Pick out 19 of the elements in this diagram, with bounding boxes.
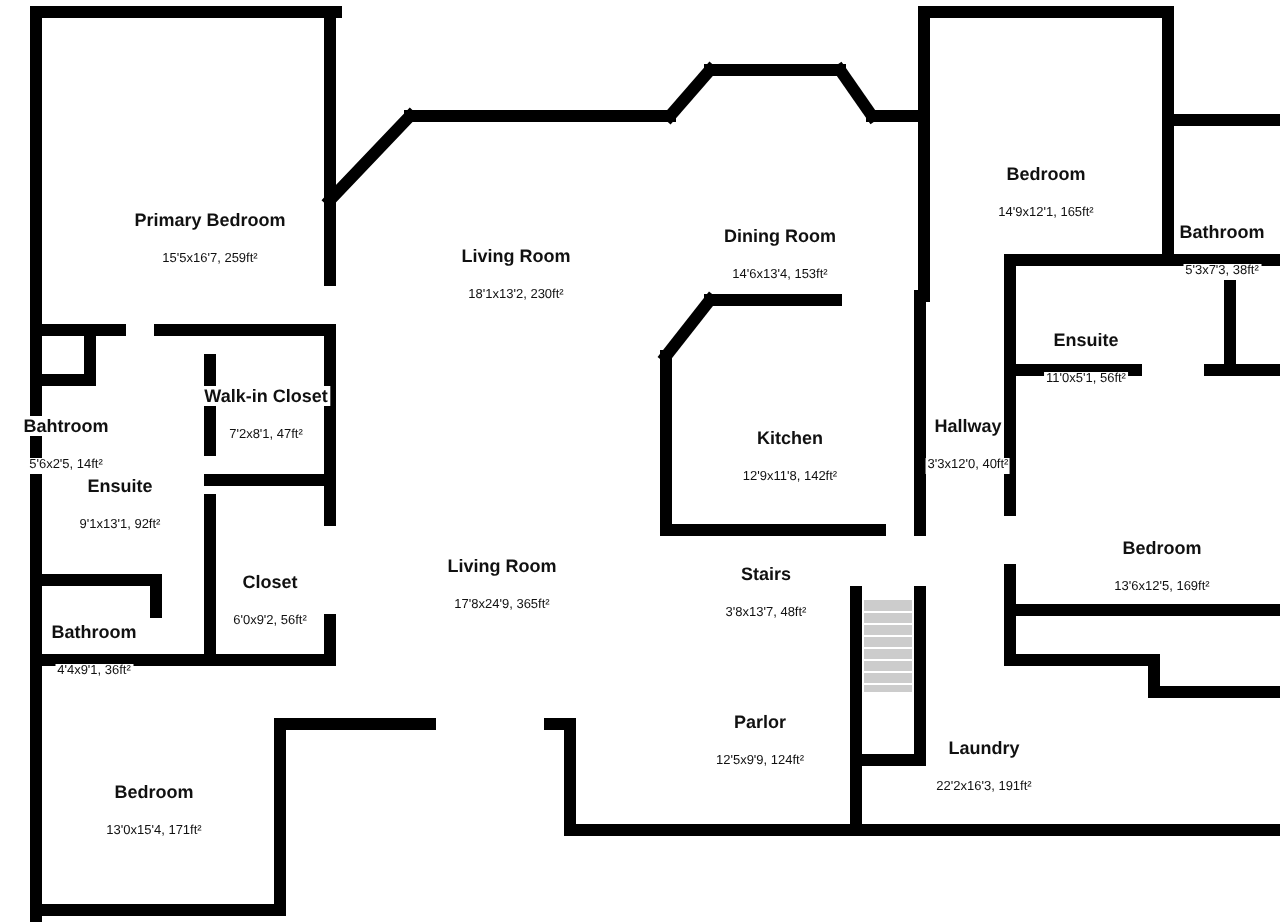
room-name: Bedroom [1120,538,1204,558]
room-name: Hallway [932,416,1004,436]
room-name: Bahtroom [21,416,111,436]
room-name: Closet [240,572,300,592]
room-name: Stairs [738,564,793,584]
room-name: Dining Room [722,226,838,246]
room-name: Living Room [445,556,559,576]
room-name: Bedroom [1004,164,1088,184]
room-name: Ensuite [1051,330,1121,350]
room-name: Parlor [732,712,788,732]
room-name: Primary Bedroom [132,210,288,230]
room-name: Bathroom [49,622,139,642]
room-name: Ensuite [85,476,155,496]
room-name: Bathroom [1177,222,1267,242]
room-name: Bedroom [112,782,196,802]
room-name: Laundry [946,738,1022,758]
room-name: Walk-in Closet [202,386,330,406]
room-name: Kitchen [754,428,825,448]
room-name: Living Room [459,246,573,266]
